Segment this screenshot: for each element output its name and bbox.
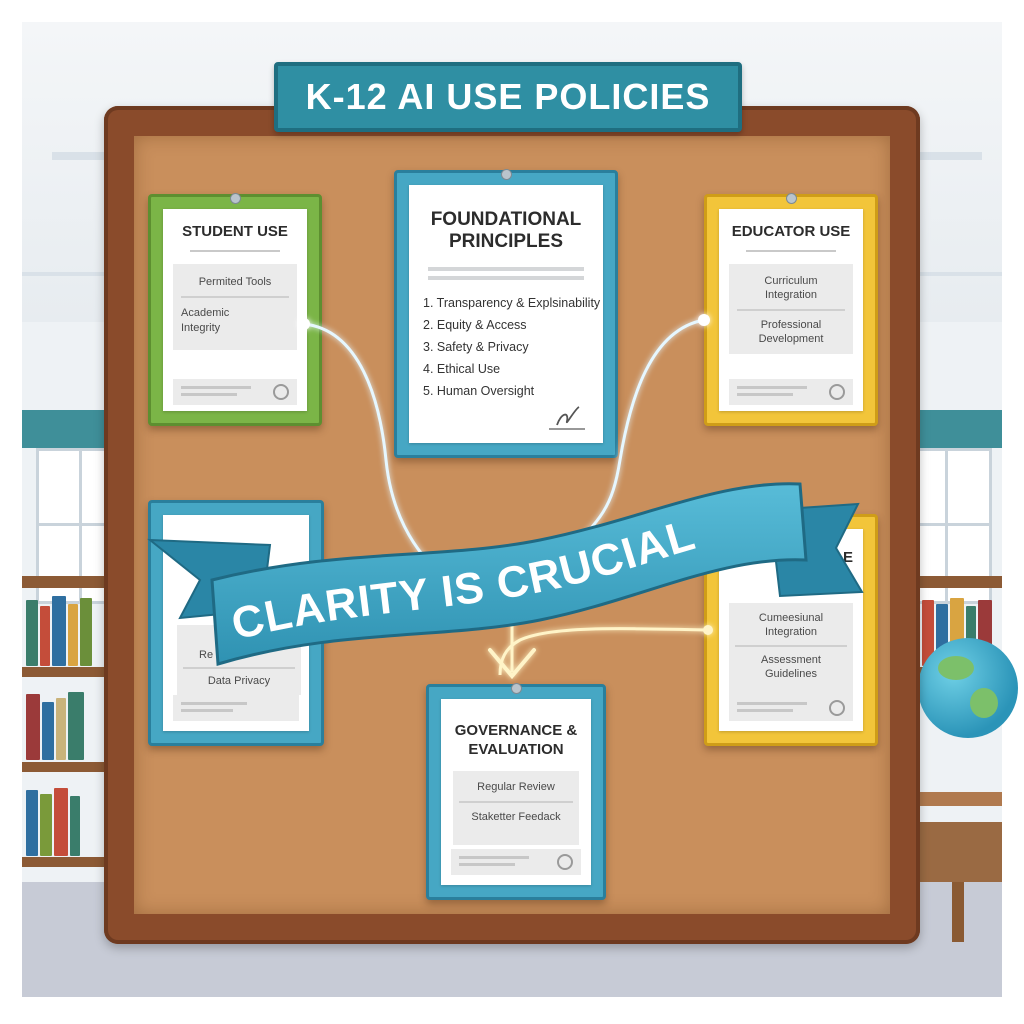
connector-student-to-center <box>303 322 451 582</box>
card-footer <box>173 695 299 721</box>
card-educator-use[interactable]: EDUCATOR USE Curriculum Integration Prof… <box>704 193 878 426</box>
content-box: Permited Tools Academic Integrity <box>173 264 297 350</box>
list-item: 5. Human Oversight <box>423 384 535 398</box>
desk <box>912 792 1002 806</box>
divider <box>746 250 836 252</box>
card-title: STUDENT USE <box>182 223 288 240</box>
list-item: Staketter Feedack <box>471 811 561 823</box>
list-item: 3. Safety & Privacy <box>423 340 529 354</box>
list-item: 4. Ethical Use <box>423 362 501 376</box>
pushpin-icon <box>230 193 241 204</box>
pushpin-icon <box>501 169 512 180</box>
circle-icon <box>829 384 845 400</box>
pushpin-icon <box>786 193 797 204</box>
pushpin-icon <box>511 683 522 694</box>
partial-text: Re <box>199 649 214 661</box>
content-box: Regular Review Staketter Feedack <box>453 771 579 845</box>
content-box: Curriculum Integration Professional Deve… <box>729 264 853 354</box>
card-footer <box>729 379 853 405</box>
list-item: Professional Development <box>758 319 824 345</box>
list-item: Academic Integrity <box>181 307 230 334</box>
card-governance-evaluation[interactable]: GOVERNANCE & EVALUATION Regular Review S… <box>426 683 606 900</box>
circle-icon <box>273 384 289 400</box>
connector-to-governance <box>498 627 709 676</box>
bookshelf-right <box>918 576 1002 588</box>
content-box: Cumeesiunal Integration Assessment Guide… <box>729 603 853 695</box>
divider <box>190 250 280 252</box>
partial-text: E <box>842 549 853 566</box>
circle-icon <box>829 700 845 716</box>
card-title: GOVERNANCE & EVALUATION <box>454 722 578 758</box>
card-title: FOUNDATIONAL PRINCIPLES <box>430 209 582 252</box>
signature-icon <box>549 406 585 430</box>
divider <box>428 267 584 271</box>
banner-ribbon: CLARITY IS CRUCIAL <box>146 482 864 666</box>
card-student-use[interactable]: STUDENT USE Permited Tools Academic Inte… <box>148 193 322 426</box>
card-foundational-principles[interactable]: FOUNDATIONAL PRINCIPLES 1. Transparency … <box>394 169 618 458</box>
list-item: 1. Transparency & Explsinability <box>423 296 601 310</box>
list-item: Permited Tools <box>198 276 272 288</box>
card-title: EDUCATOR USE <box>731 223 851 240</box>
list-item: Regular Review <box>477 781 555 793</box>
list-item: Curriculum Integration <box>764 275 818 301</box>
arrowhead-icon <box>488 648 536 680</box>
board-title: K-12 AI USE POLICIES <box>274 62 742 132</box>
principles-list: 1. Transparency & Explsinability 2. Equi… <box>423 296 603 398</box>
list-item: 2. Equity & Access <box>423 318 527 332</box>
list-item: Assessment Guidelines <box>761 654 821 680</box>
card-footer <box>451 849 581 875</box>
globe <box>918 638 1018 738</box>
list-item: Cumeesiunal Integration <box>758 612 824 638</box>
card-footer <box>173 379 297 405</box>
bookshelf-left <box>22 576 106 588</box>
circle-icon <box>557 854 573 870</box>
card-footer <box>729 695 853 721</box>
list-item: Data Privacy <box>207 675 271 687</box>
